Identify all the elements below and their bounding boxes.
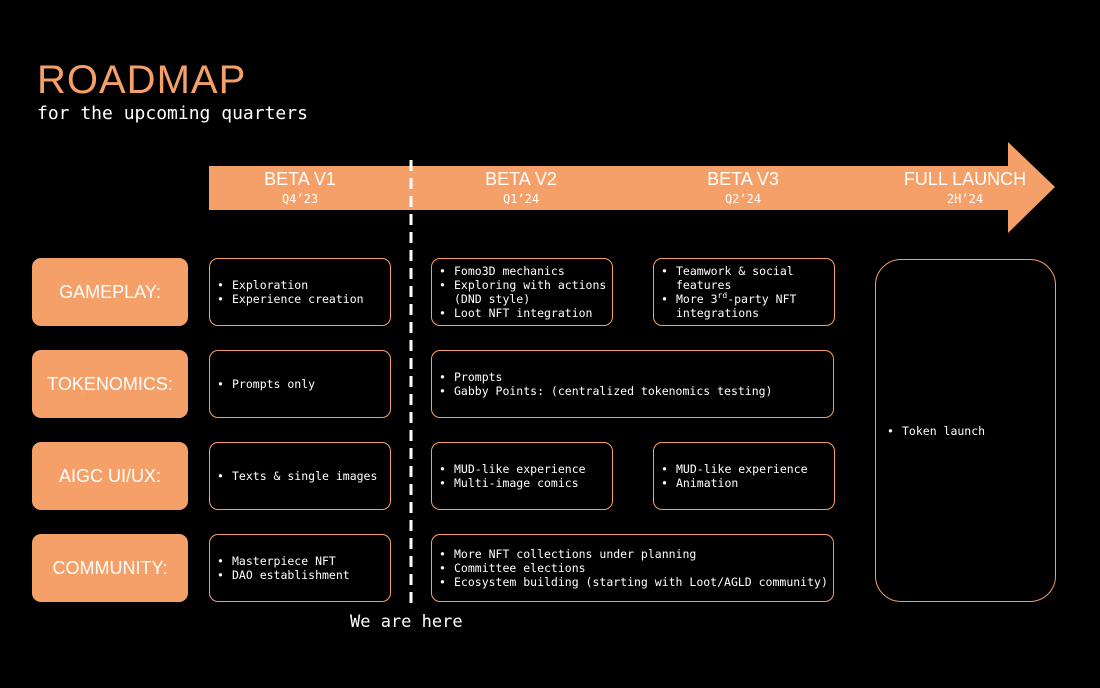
bullet-list: Teamwork & social features More 3rd-part… (661, 264, 796, 320)
list-item: MUD-like experience (661, 462, 808, 476)
phase-name: BETA V1 (264, 169, 336, 189)
cell-gameplay-v1: Exploration Experience creation (209, 258, 391, 326)
list-item: Masterpiece NFT (217, 554, 350, 568)
cell-aigc-v2: MUD-like experience Multi-image comics (431, 442, 613, 510)
bullet-list: Masterpiece NFT DAO establishment (217, 554, 350, 582)
cell-gameplay-v2: Fomo3D mechanics Exploring with actions … (431, 258, 613, 326)
cell-aigc-v1: Texts & single images (209, 442, 391, 510)
phase-name: BETA V2 (485, 169, 557, 189)
cell-tokenomics-v1: Prompts only (209, 350, 391, 418)
cell-gameplay-v3: Teamwork & social features More 3rd-part… (653, 258, 835, 326)
bullet-list: Prompts Gabby Points: (centralized token… (439, 370, 773, 398)
phase-quarter: Q2’24 (724, 192, 762, 206)
list-item: Fomo3D mechanics (439, 264, 606, 278)
ordinal-suffix: rd (717, 291, 728, 301)
list-item-continuation: integrations (676, 306, 760, 320)
row-label-tokenomics: TOKENOMICS: (32, 350, 188, 418)
list-item: More 3rd-party NFT (661, 292, 796, 306)
list-item: Token launch (887, 424, 985, 438)
cell-tokenomics-v2-v3: Prompts Gabby Points: (centralized token… (431, 350, 834, 418)
page-title: ROADMAP (37, 58, 247, 102)
cell-full-launch: Token launch (875, 259, 1056, 602)
list-item: Texts & single images (217, 469, 377, 483)
bullet-list: MUD-like experience Animation (661, 462, 808, 490)
list-item: Prompts only (217, 377, 315, 391)
list-item-continuation: features (676, 278, 732, 292)
current-position-label: We are here (350, 612, 463, 632)
bullet-list: Texts & single images (217, 469, 377, 483)
row-label-community: COMMUNITY: (32, 534, 188, 602)
list-item: Prompts (439, 370, 773, 384)
list-item: Experience creation (217, 292, 364, 306)
list-item: Loot NFT integration (439, 306, 606, 320)
timeline-arrow (209, 142, 1055, 233)
phase-beta-v2: BETA V2 Q1’24 (431, 169, 611, 206)
list-item: More NFT collections under planning (439, 547, 828, 561)
list-item: DAO establishment (217, 568, 350, 582)
list-item: Multi-image comics (439, 476, 586, 490)
phase-name: BETA V3 (707, 169, 779, 189)
list-item: Exploring with actions (439, 278, 606, 292)
phase-quarter: Q1’24 (502, 192, 540, 206)
list-item: Committee elections (439, 561, 828, 575)
list-item-continuation: (DND style) (454, 292, 531, 306)
cell-community-v1: Masterpiece NFT DAO establishment (209, 534, 391, 602)
list-item: Ecosystem building (starting with Loot/A… (439, 575, 828, 589)
list-item: MUD-like experience (439, 462, 586, 476)
cell-aigc-v3: MUD-like experience Animation (653, 442, 835, 510)
row-label-gameplay: GAMEPLAY: (32, 258, 188, 326)
phase-full-launch: FULL LAUNCH 2H’24 (875, 169, 1055, 206)
bullet-list: More NFT collections under planning Comm… (439, 547, 828, 589)
bullet-list: Fomo3D mechanics Exploring with actions … (439, 264, 606, 320)
list-item: Exploration (217, 278, 364, 292)
phase-beta-v3: BETA V3 Q2’24 (653, 169, 833, 206)
phase-beta-v1: BETA V1 Q4’23 (210, 169, 390, 206)
page-subtitle: for the upcoming quarters (37, 103, 308, 124)
row-label-aigc: AIGC UI/UX: (32, 442, 188, 510)
phase-quarter: Q4’23 (281, 192, 319, 206)
cell-community-v2-v3: More NFT collections under planning Comm… (431, 534, 834, 602)
phase-quarter: 2H’24 (946, 192, 984, 206)
list-item: Gabby Points: (centralized tokenomics te… (439, 384, 773, 398)
bullet-list: Token launch (887, 424, 985, 438)
bullet-list: MUD-like experience Multi-image comics (439, 462, 586, 490)
bullet-list: Exploration Experience creation (217, 278, 364, 306)
phase-name: FULL LAUNCH (903, 169, 1027, 189)
list-item: Teamwork & social (661, 264, 796, 278)
bullet-list: Prompts only (217, 377, 315, 391)
list-item: Animation (661, 476, 808, 490)
